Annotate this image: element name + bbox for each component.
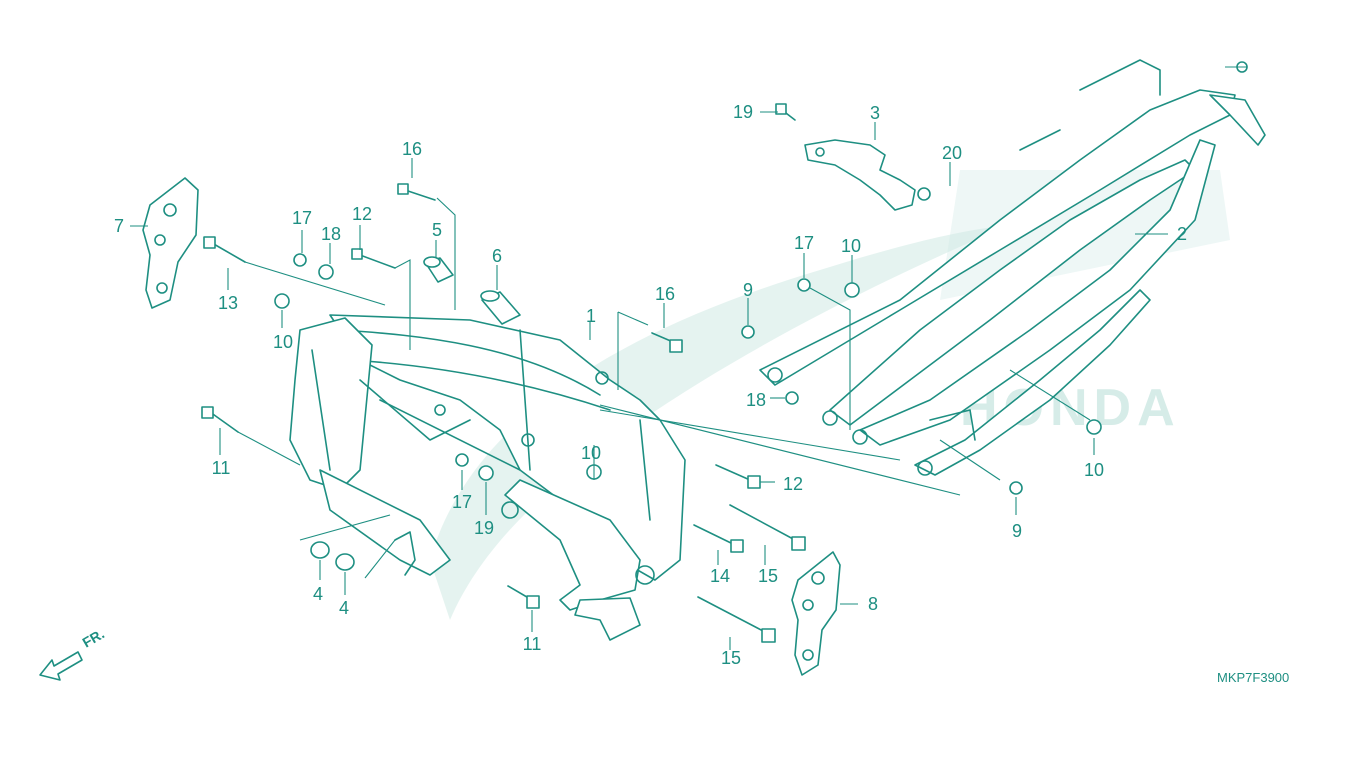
callout-6: 6: [492, 246, 502, 266]
callout-3: 3: [870, 103, 880, 123]
callout-9a: 9: [743, 280, 753, 300]
callout-16a: 16: [402, 139, 422, 159]
callout-15b: 15: [721, 648, 741, 668]
callout-12b: 12: [783, 474, 803, 494]
callout-11b: 11: [523, 634, 542, 654]
callout-10d: 10: [1084, 460, 1104, 480]
callout-17b: 17: [452, 492, 472, 512]
part-2-sub-frame: [759, 59, 1266, 476]
front-label: FR.: [80, 625, 108, 650]
callout-17c: 17: [794, 233, 814, 253]
callout-4b: 4: [339, 598, 349, 618]
callout-14: 14: [710, 566, 730, 586]
callout-7: 7: [114, 216, 124, 236]
callout-1: 1: [586, 306, 596, 326]
leader-lines: [130, 66, 1247, 650]
callout-2: 2: [1177, 224, 1187, 244]
callout-16b: 16: [655, 284, 675, 304]
callout-17d: 18: [746, 390, 766, 410]
callout-10c: 10: [841, 236, 861, 256]
callout-15a: 15: [758, 566, 778, 586]
callout-5: 5: [432, 220, 442, 240]
part-8-bracket-right: [791, 551, 841, 676]
callout-17a: 17: [292, 208, 312, 228]
part-1-main-frame: [289, 314, 686, 641]
callout-4a: 4: [313, 584, 323, 604]
callout-12a: 12: [352, 204, 372, 224]
callout-18b: 19: [474, 518, 494, 538]
callout-labels: 1 2 3 4 4 5 6 7 8 9 9 10 10 10 10 11 11 …: [114, 102, 1187, 668]
hardware-parts: [201, 61, 1248, 643]
part-3-bracket: [804, 139, 916, 211]
callout-9b: 9: [1012, 521, 1022, 541]
callout-10a: 10: [273, 332, 293, 352]
callout-18a: 18: [321, 224, 341, 244]
callout-10b: 10: [581, 443, 601, 463]
callout-8: 8: [868, 594, 878, 614]
diagram-code: MKP7F3900: [1217, 670, 1289, 685]
front-direction-arrow: FR.: [39, 625, 108, 681]
callout-13: 13: [218, 293, 238, 313]
callout-19a: 19: [733, 102, 753, 122]
callout-11a: 11: [212, 458, 231, 478]
part-7-bracket-left: [142, 177, 199, 309]
callout-19b: 20: [942, 143, 962, 163]
